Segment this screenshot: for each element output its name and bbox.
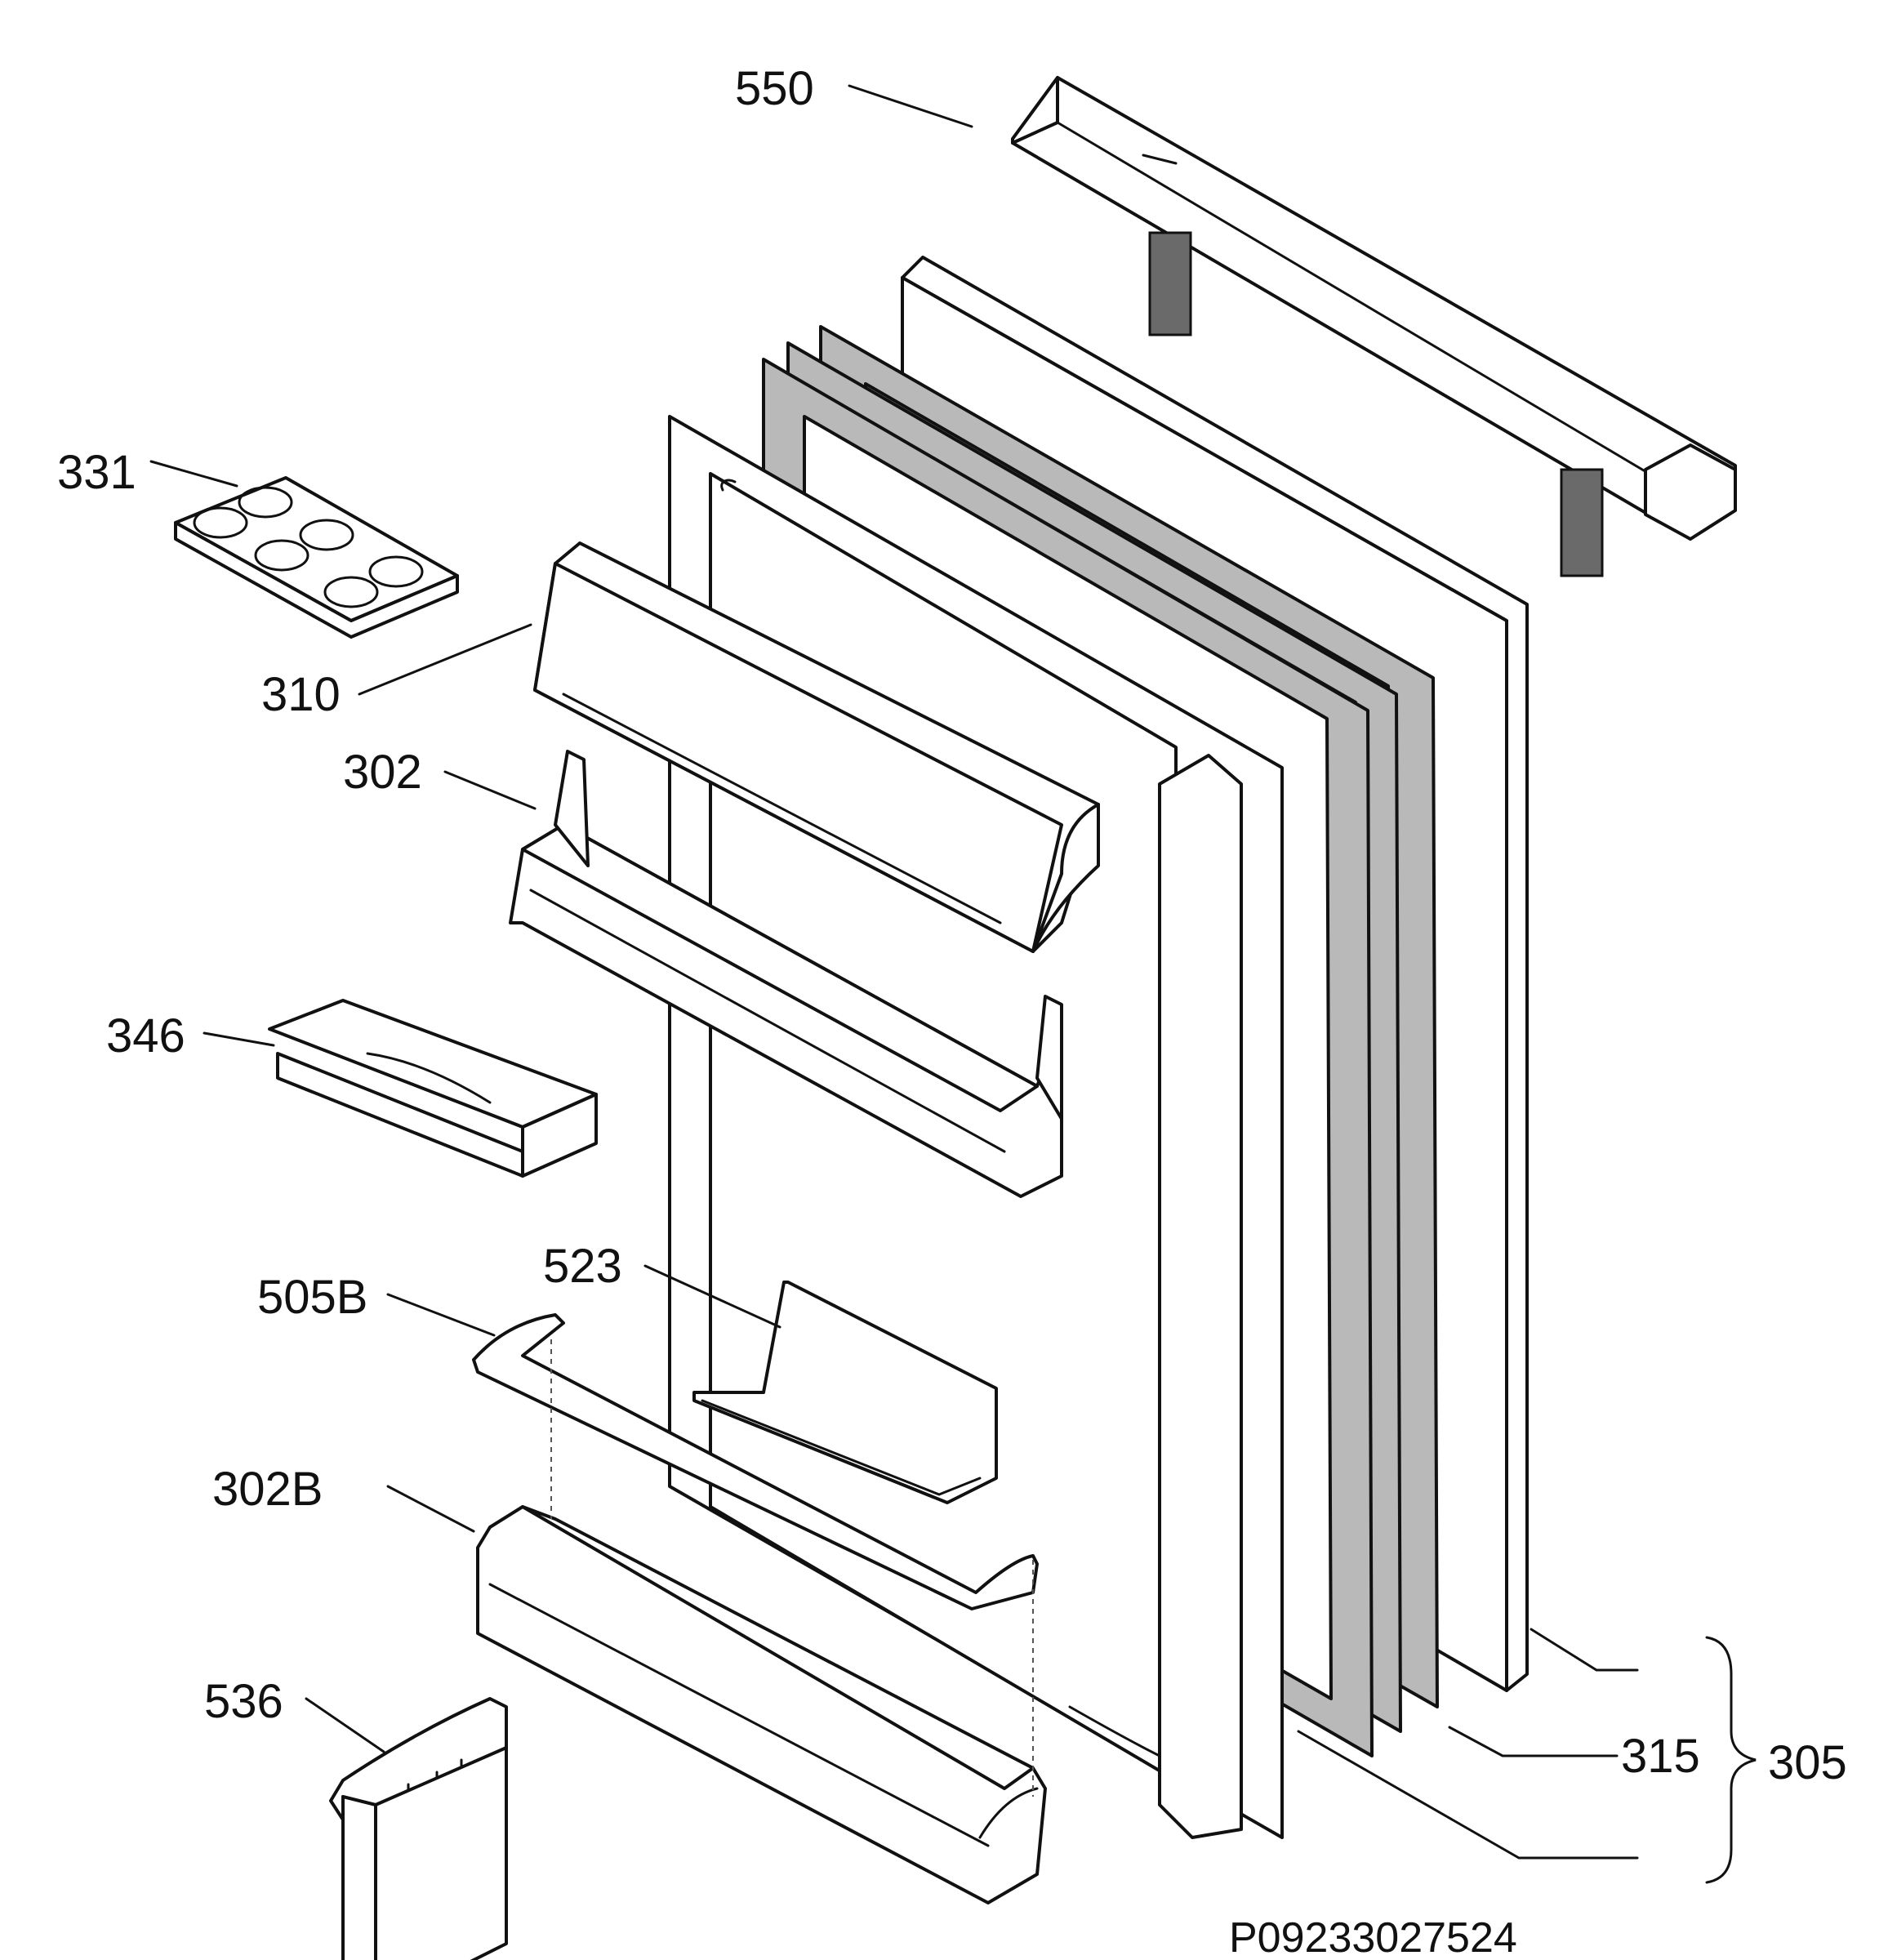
- callout-305: 305: [1768, 1736, 1847, 1789]
- part-346-butter-dish: [268, 999, 598, 1178]
- callout-346: 346: [106, 1009, 185, 1062]
- leader-505b: [386, 1293, 496, 1337]
- hinge-pin-left: [1148, 231, 1192, 336]
- hinge-pin-right: [1560, 468, 1604, 577]
- leader-315: [1448, 1726, 1619, 1757]
- leader-523: [643, 1264, 781, 1329]
- part-310-dairy-cover: [533, 541, 1100, 953]
- leader-346: [203, 1031, 275, 1047]
- callout-536: 536: [204, 1675, 283, 1728]
- leader-302: [443, 770, 537, 810]
- callout-505b: 505B: [257, 1271, 367, 1324]
- leader-550: [848, 84, 973, 128]
- reference-code: P09233027524: [1229, 1914, 1517, 1960]
- callout-550: 550: [735, 62, 814, 115]
- callout-331: 331: [57, 446, 136, 499]
- callout-523: 523: [543, 1240, 622, 1293]
- bracket-305: [1705, 1636, 1757, 1884]
- part-523-bottle-retainer: [692, 1281, 998, 1504]
- part-550-top-bar: [1011, 76, 1737, 577]
- callout-302b: 302B: [212, 1463, 323, 1516]
- part-331-egg-tray: [174, 476, 459, 639]
- part-302-upper-shelf: [509, 750, 1063, 1198]
- callout-302: 302: [343, 746, 422, 799]
- leader-305-top: [1530, 1628, 1639, 1672]
- leader-536: [305, 1697, 385, 1753]
- leader-305-bottom: [1297, 1730, 1639, 1860]
- leader-310: [358, 623, 532, 696]
- leader-302b: [386, 1485, 475, 1533]
- callout-310: 310: [261, 668, 341, 721]
- part-536-divider: [329, 1697, 508, 1960]
- part-505b-shelf-guard: [472, 1313, 1039, 1610]
- leader-331: [149, 460, 238, 488]
- callout-315: 315: [1621, 1730, 1700, 1783]
